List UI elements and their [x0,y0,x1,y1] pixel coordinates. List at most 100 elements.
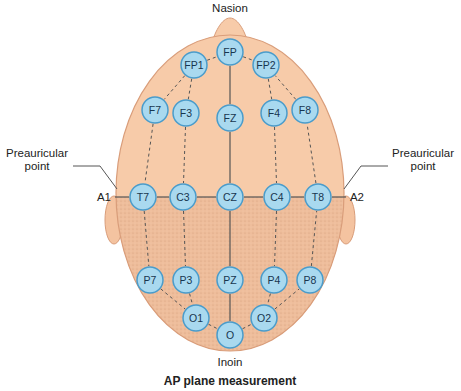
electrode-label: C3 [176,192,189,203]
electrode-circle [173,267,199,293]
electrode-site: FP2 [252,51,280,79]
measurement-line [229,294,230,321]
electrode-site: FP [216,38,244,66]
electrode-circle [217,105,243,131]
electrode-circle [217,322,243,348]
electrode-label: F4 [268,108,280,119]
electrode-arc [184,211,186,266]
electrode-circle [261,267,287,293]
electrode-circle [264,184,290,210]
electrode-arc [307,124,316,183]
scalp-outline [116,35,344,351]
electrode-label: T7 [137,192,149,203]
electrode-label: P7 [144,275,157,286]
electrode-label: P8 [304,275,317,286]
electrode-circle [170,184,196,210]
electrode-label: F3 [180,108,192,119]
electrode-site: CZ [216,183,244,211]
electrode-arc [268,79,271,99]
electrode-label: F7 [149,105,161,116]
electrode-site: F4 [260,99,288,127]
anatomical-label: Nasion [190,2,270,15]
electrode-arc [207,57,217,60]
electrode-circle [217,39,243,65]
electrode-label: P3 [180,275,193,286]
electrode-circle [253,52,279,78]
electrode-label: P4 [268,275,281,286]
anatomical-label: Preauricular point [388,147,458,173]
electrode-circle [251,305,277,331]
coronal-line-left [115,196,129,197]
electrode-arc [164,76,185,100]
electrode-circle [297,267,323,293]
electrode-site: FZ [216,104,244,132]
electrode-site: F7 [141,96,169,124]
electrode-circle [217,267,243,293]
electrode-label: C4 [270,192,283,203]
electrode-arc [145,124,153,183]
anatomical-label: A1 [89,191,119,204]
electrode-label: O2 [257,313,271,324]
figure-caption: AP plane measurement [164,374,297,388]
electrode-label: FP [223,47,236,58]
electrode-circle [183,305,209,331]
electrode-site: O [216,321,244,349]
electrode-site: F3 [172,99,200,127]
electrode-arc [190,294,193,305]
electrode-label: PZ [223,275,236,286]
electrode-site: T7 [129,183,157,211]
electrode-label: FZ [224,113,237,124]
electrode-arc [275,127,277,183]
electrode-circle [217,184,243,210]
measurement-line [244,196,263,197]
electrode-site: P8 [296,266,324,294]
anatomical-label: A2 [342,191,372,204]
electrode-site: C4 [263,183,291,211]
measurement-line [197,196,216,197]
electrode-label: O [226,330,234,341]
electrode-label: FP1 [184,60,203,71]
electrode-site: O2 [250,304,278,332]
electrode-arc [275,76,296,100]
electrode-site: P3 [172,266,200,294]
electrode-circle [137,267,163,293]
measurement-line [157,196,169,197]
measurement-line [229,66,230,104]
electrode-circle [142,97,168,123]
electrode-label: T8 [312,192,324,203]
electrode-circle [292,97,318,123]
electrode-arc [243,324,252,328]
electrode-site: F8 [291,96,319,124]
electrode-circle [261,100,287,126]
leader-line [73,166,117,189]
coronal-line-right [332,196,346,197]
electrode-label: O1 [189,313,203,324]
electrode-label: F8 [299,105,311,116]
electrode-arc [144,211,149,266]
electrode-site: O1 [182,304,210,332]
electrode-site: PZ [216,266,244,294]
electrode-arc [275,211,277,266]
leader-line [344,166,388,189]
electrode-arc [209,324,218,328]
electrode-arc [311,211,316,266]
anatomical-label: Inoin [200,356,260,369]
electrode-site: C3 [169,183,197,211]
measurement-line [291,196,304,197]
electrode-label: CZ [223,192,237,203]
measurement-line [229,132,230,183]
electrode-label: FP2 [256,60,275,71]
measurement-line [229,211,230,266]
electrode-arc [184,127,186,183]
anatomical-label: Preauricular point [2,147,72,173]
electrode-site: P4 [260,266,288,294]
posterior-shading [100,197,370,367]
electrode-circle [173,100,199,126]
electrode-arc [268,294,271,305]
electrode-circle [130,184,156,210]
electrode-arc [188,79,191,99]
electrode-circle [305,184,331,210]
electrode-site: P7 [136,266,164,294]
electrode-circle [181,52,207,78]
electrode-site: FP1 [180,51,208,79]
